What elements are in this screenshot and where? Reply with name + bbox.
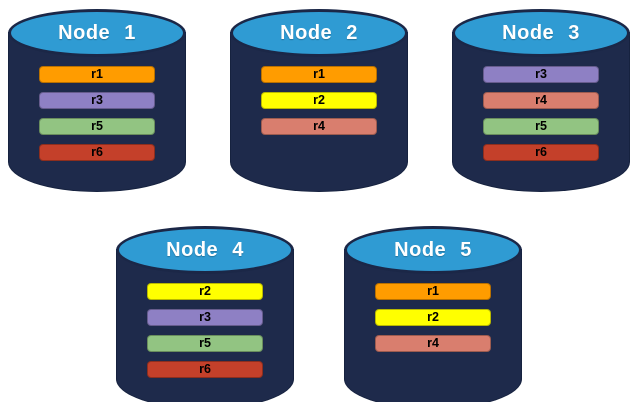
- replica-bar-r5: r5: [147, 335, 263, 352]
- node-1-cylinder-top: Node 1: [8, 9, 186, 57]
- replica-bar-r1: r1: [375, 283, 491, 300]
- node-5-replica-list: r1 r2 r4: [344, 283, 522, 352]
- replica-bar-r3: r3: [147, 309, 263, 326]
- node-3-replica-list: r3 r4 r5 r6: [452, 66, 630, 161]
- replica-bar-r6: r6: [147, 361, 263, 378]
- node-2-replica-list: r1 r2 r4: [230, 66, 408, 135]
- replica-bar-r6: r6: [39, 144, 155, 161]
- node-1-title: Node 1: [58, 21, 136, 44]
- node-5-cylinder: Node 5 r1 r2 r4: [344, 225, 522, 402]
- replica-bar-r3: r3: [39, 92, 155, 109]
- node-2-cylinder-top: Node 2: [230, 9, 408, 57]
- replica-bar-r4: r4: [375, 335, 491, 352]
- node-row-top: Node 1 r1 r3 r5 r6 Node 2 r1 r2 r4 N: [0, 0, 638, 192]
- node-5-title: Node 5: [394, 238, 472, 261]
- replica-bar-r6: r6: [483, 144, 599, 161]
- replica-bar-r3: r3: [483, 66, 599, 83]
- replica-bar-r1: r1: [261, 66, 377, 83]
- node-4-title: Node 4: [166, 238, 244, 261]
- node-3-title: Node 3: [502, 21, 580, 44]
- node-4-replica-list: r2 r3 r5 r6: [116, 283, 294, 378]
- replica-bar-r1: r1: [39, 66, 155, 83]
- replica-bar-r4: r4: [483, 92, 599, 109]
- node-3-cylinder-top: Node 3: [452, 9, 630, 57]
- replica-bar-r5: r5: [483, 118, 599, 135]
- node-4-cylinder: Node 4 r2 r3 r5 r6: [116, 225, 294, 402]
- node-5-cylinder-top: Node 5: [344, 226, 522, 274]
- replica-bar-r5: r5: [39, 118, 155, 135]
- replica-bar-r4: r4: [261, 118, 377, 135]
- node-1-cylinder: Node 1 r1 r3 r5 r6: [8, 8, 186, 192]
- node-2-title: Node 2: [280, 21, 358, 44]
- node-1-cylinder-body: [8, 32, 186, 192]
- node-3-cylinder-body: [452, 32, 630, 192]
- node-row-bottom: Node 4 r2 r3 r5 r6 Node 5 r1 r2 r4: [0, 225, 638, 402]
- node-2-cylinder-body: [230, 32, 408, 192]
- node-2-cylinder: Node 2 r1 r2 r4: [230, 8, 408, 192]
- replica-bar-r2: r2: [375, 309, 491, 326]
- replica-bar-r2: r2: [261, 92, 377, 109]
- node-3-cylinder: Node 3 r3 r4 r5 r6: [452, 8, 630, 192]
- replica-bar-r2: r2: [147, 283, 263, 300]
- node-4-cylinder-top: Node 4: [116, 226, 294, 274]
- node-1-replica-list: r1 r3 r5 r6: [8, 66, 186, 161]
